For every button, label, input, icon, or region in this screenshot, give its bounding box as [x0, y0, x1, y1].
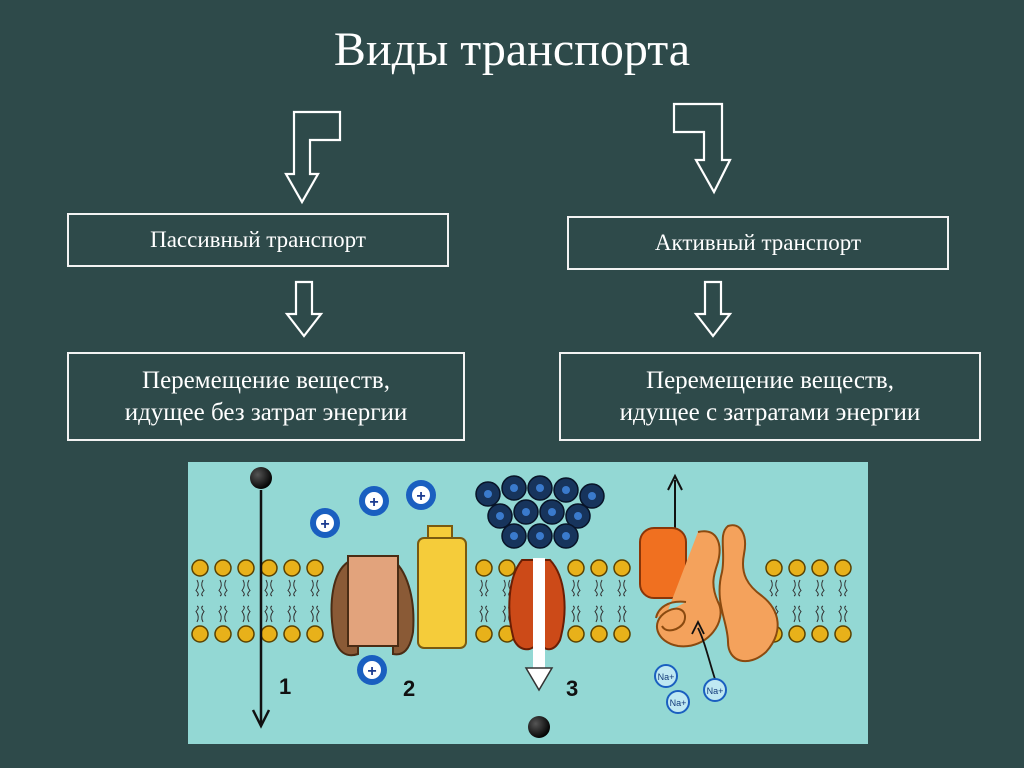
lipid-head [306, 625, 324, 643]
lipid-head [498, 559, 516, 577]
lipid-head [590, 625, 608, 643]
svg-text:+: + [367, 663, 376, 680]
lipid-head [191, 559, 209, 577]
lipid-head [788, 559, 806, 577]
channel-protein-yellow [417, 525, 467, 649]
lipid-head [214, 625, 232, 643]
down-arrow-right-icon [693, 280, 733, 338]
lipid-head [214, 559, 232, 577]
ion-icon: + [406, 480, 436, 510]
lipid-head [283, 625, 301, 643]
sodium-ion-icon: Na+ [654, 664, 678, 688]
lipid-head [834, 625, 852, 643]
molecule-cluster [475, 475, 605, 549]
page-title: Виды транспорта [333, 23, 691, 76]
svg-text:Na+: Na+ [658, 672, 675, 682]
membrane-transport-diagram: + + + + [188, 462, 868, 744]
lipid-head [765, 559, 783, 577]
lipid-head [613, 625, 631, 643]
channel-protein-red [508, 558, 566, 738]
simple-diffusion [250, 467, 272, 729]
lipid-head [475, 625, 493, 643]
sodium-ion-icon: Na+ [703, 678, 727, 702]
membrane-svg: + + + + [191, 467, 852, 738]
svg-text:+: + [369, 494, 378, 511]
down-arrow-left-icon [284, 280, 324, 338]
ions: + + + + [310, 480, 436, 685]
lipid-head [567, 625, 585, 643]
passive-description-line1: Перемещение веществ, [142, 366, 390, 394]
lipid-head [260, 559, 278, 577]
active-description-line1: Перемещение веществ, [646, 366, 894, 394]
passive-description-line2: идущее без затрат энергии [124, 398, 408, 426]
sodium-pump: Na+ Na+ Na+ [639, 473, 779, 714]
lipid-head [788, 625, 806, 643]
lipid-head [237, 625, 255, 643]
svg-text:+: + [320, 516, 329, 533]
lipid-bilayer [191, 559, 852, 643]
sodium-ion-icon: Na+ [666, 690, 690, 714]
molecule-icon [528, 716, 550, 738]
lipid-head [567, 559, 585, 577]
lipid-head [811, 559, 829, 577]
label-3: 3 [566, 676, 578, 701]
lipid-head [283, 559, 301, 577]
lipid-head [260, 625, 278, 643]
active-transport-box: Активный транспорт [567, 216, 949, 270]
bent-arrow-left-icon [284, 110, 342, 205]
active-description-box: Перемещение веществ, идущее с затратами … [559, 352, 981, 441]
lipid-head [306, 559, 324, 577]
active-description-line2: идущее с затратами энергии [619, 398, 921, 426]
svg-text:+: + [416, 488, 425, 505]
lipid-head [613, 559, 631, 577]
ion-icon: + [357, 655, 387, 685]
label-2: 2 [403, 676, 415, 701]
active-transport-label: Активный транспорт [654, 230, 862, 255]
bent-arrow-right-icon [672, 102, 732, 195]
lipid-head [237, 559, 255, 577]
passive-transport-label: Пассивный транспорт [150, 227, 366, 252]
molecule-icon [250, 467, 272, 489]
passive-transport-box: Пассивный транспорт [67, 213, 449, 267]
lipid-head [590, 559, 608, 577]
channel-protein-brown [330, 555, 415, 657]
svg-text:Na+: Na+ [707, 686, 724, 696]
lipid-head [475, 559, 493, 577]
lipid-head [834, 559, 852, 577]
lipid-head [191, 625, 209, 643]
ion-icon: + [359, 486, 389, 516]
svg-text:Na+: Na+ [670, 698, 687, 708]
passive-description-box: Перемещение веществ, идущее без затрат э… [67, 352, 465, 441]
label-1: 1 [279, 674, 291, 699]
ion-icon: + [310, 508, 340, 538]
lipid-head [811, 625, 829, 643]
